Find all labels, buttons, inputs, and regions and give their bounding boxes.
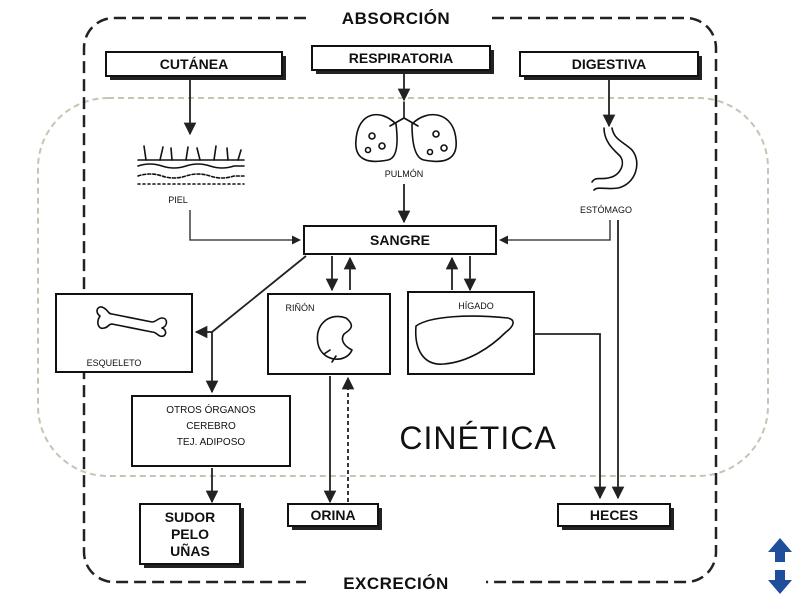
box-esqueleto: ESQUELETO	[55, 293, 193, 373]
pulmon-label: PULMÓN	[385, 169, 424, 179]
sangre-label: SANGRE	[370, 232, 430, 248]
title-bg-top	[306, 4, 486, 30]
esqueleto-label: ESQUELETO	[87, 358, 142, 368]
heces-label: HECES	[590, 507, 638, 523]
absorcion-title: ABSORCIÓN	[342, 9, 450, 28]
sudor-label: SUDOR	[165, 509, 216, 525]
arrow-piel-sangre	[189, 210, 301, 245]
otros-organos-line-1: OTROS ÓRGANOS	[166, 403, 256, 416]
digestiva-label: DIGESTIVA	[572, 56, 646, 72]
stomach-icon	[591, 127, 638, 191]
unas-label: UÑAS	[170, 542, 210, 559]
line-sangre-split	[211, 255, 307, 333]
box-otros-organos: OTROS ÓRGANOS CEREBRO TEJ. ADIPOSO	[131, 395, 291, 467]
estomago-label: ESTÓMAGO	[580, 205, 632, 215]
box-digestiva: DIGESTIVA	[519, 51, 702, 80]
box-cutanea: CUTÁNEA	[105, 51, 286, 80]
respiratoria-label: RESPIRATORIA	[349, 50, 454, 66]
nav-down-button[interactable]	[766, 568, 794, 596]
nav-up-button[interactable]	[766, 536, 794, 564]
cutanea-label: CUTÁNEA	[160, 56, 228, 72]
arrow-estomago-sangre	[499, 220, 611, 245]
box-rinon: RIÑÓN	[267, 293, 391, 375]
box-sudor-pelo-unas: SUDOR PELO UÑAS	[139, 503, 244, 568]
arrow-down-icon	[768, 570, 792, 594]
cinetica-label: CINÉTICA	[399, 420, 556, 456]
pelo-label: PELO	[171, 526, 209, 542]
box-higado: HÍGADO	[407, 291, 535, 375]
rinon-label: RIÑÓN	[286, 303, 315, 313]
box-orina: ORINA	[287, 503, 382, 530]
arrow-up-icon	[768, 538, 792, 562]
excrecion-title: EXCRECIÓN	[343, 574, 449, 593]
kidney-icon	[316, 315, 353, 360]
liver-icon	[415, 315, 514, 365]
skin-icon	[137, 145, 245, 185]
piel-label: PIEL	[168, 195, 188, 205]
otros-organos-line-3: TEJ. ADIPOSO	[177, 437, 246, 448]
box-sangre: SANGRE	[303, 225, 497, 255]
higado-label: HÍGADO	[458, 301, 494, 311]
bone-icon	[96, 306, 168, 338]
arrow-higado-heces	[534, 333, 607, 500]
lungs-icon	[355, 101, 457, 163]
title-bg-bottom	[306, 570, 486, 598]
orina-label: ORINA	[310, 507, 355, 523]
box-respiratoria: RESPIRATORIA	[311, 45, 494, 74]
otros-organos-line-2: CEREBRO	[186, 421, 236, 432]
box-heces: HECES	[557, 503, 674, 530]
